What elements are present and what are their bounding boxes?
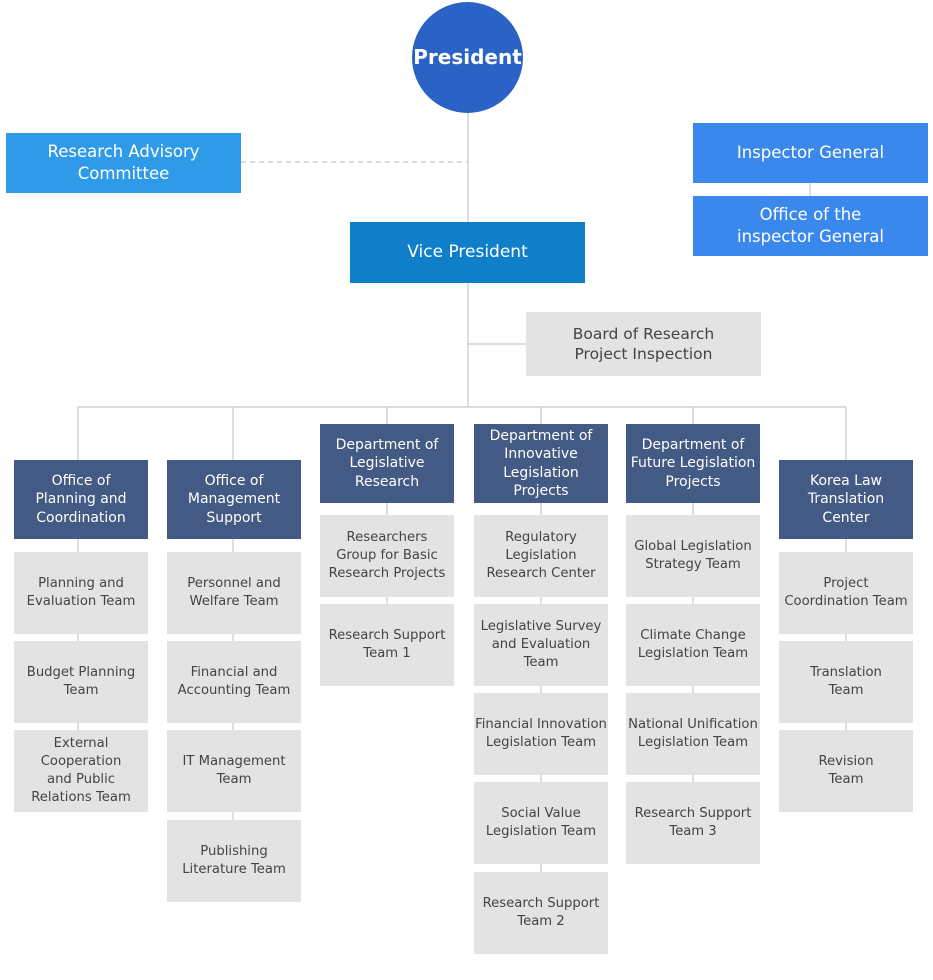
office-of-inspector-general-node: Office of the inspector General bbox=[693, 196, 928, 256]
dept-innovative-legislation: Department of Innovative Legislation Pro… bbox=[474, 424, 608, 503]
team-box: Translation Team bbox=[779, 641, 913, 723]
team-box: Planning and Evaluation Team bbox=[14, 552, 148, 634]
vice-president-node: Vice President bbox=[350, 222, 585, 283]
team-box: Social Value Legislation Team bbox=[474, 782, 608, 864]
dept-planning-coordination: Office of Planning and Coordination bbox=[14, 460, 148, 539]
team-box: Financial and Accounting Team bbox=[167, 641, 301, 723]
president-node: President bbox=[412, 2, 523, 113]
board-of-research-project-inspection-node: Board of Research Project Inspection bbox=[526, 312, 761, 376]
team-box: IT Management Team bbox=[167, 730, 301, 812]
team-box: Revision Team bbox=[779, 730, 913, 812]
team-box: Personnel and Welfare Team bbox=[167, 552, 301, 634]
team-box: Research Support Team 1 bbox=[320, 604, 454, 686]
dept-management-support: Office of Management Support bbox=[167, 460, 301, 539]
team-box: Regulatory Legislation Research Center bbox=[474, 515, 608, 597]
team-box: Financial Innovation Legislation Team bbox=[474, 693, 608, 775]
team-box: Project Coordination Team bbox=[779, 552, 913, 634]
inspector-general-node: Inspector General bbox=[693, 123, 928, 183]
dept-future-legislation: Department of Future Legislation Project… bbox=[626, 424, 760, 503]
team-box: Publishing Literature Team bbox=[167, 820, 301, 902]
team-box: Legislative Survey and Evaluation Team bbox=[474, 604, 608, 686]
team-box: Research Support Team 3 bbox=[626, 782, 760, 864]
team-box: National Unification Legislation Team bbox=[626, 693, 760, 775]
team-box: Climate Change Legislation Team bbox=[626, 604, 760, 686]
team-box: Budget Planning Team bbox=[14, 641, 148, 723]
research-advisory-committee-node: Research Advisory Committee bbox=[6, 133, 241, 193]
dept-legislative-research: Department of Legislative Research bbox=[320, 424, 454, 503]
team-box: Global Legislation Strategy Team bbox=[626, 515, 760, 597]
dept-korea-law-translation: Korea Law Translation Center bbox=[779, 460, 913, 539]
team-box: External Cooperation and Public Relation… bbox=[14, 730, 148, 812]
team-box: Researchers Group for Basic Research Pro… bbox=[320, 515, 454, 597]
team-box: Research Support Team 2 bbox=[474, 872, 608, 954]
